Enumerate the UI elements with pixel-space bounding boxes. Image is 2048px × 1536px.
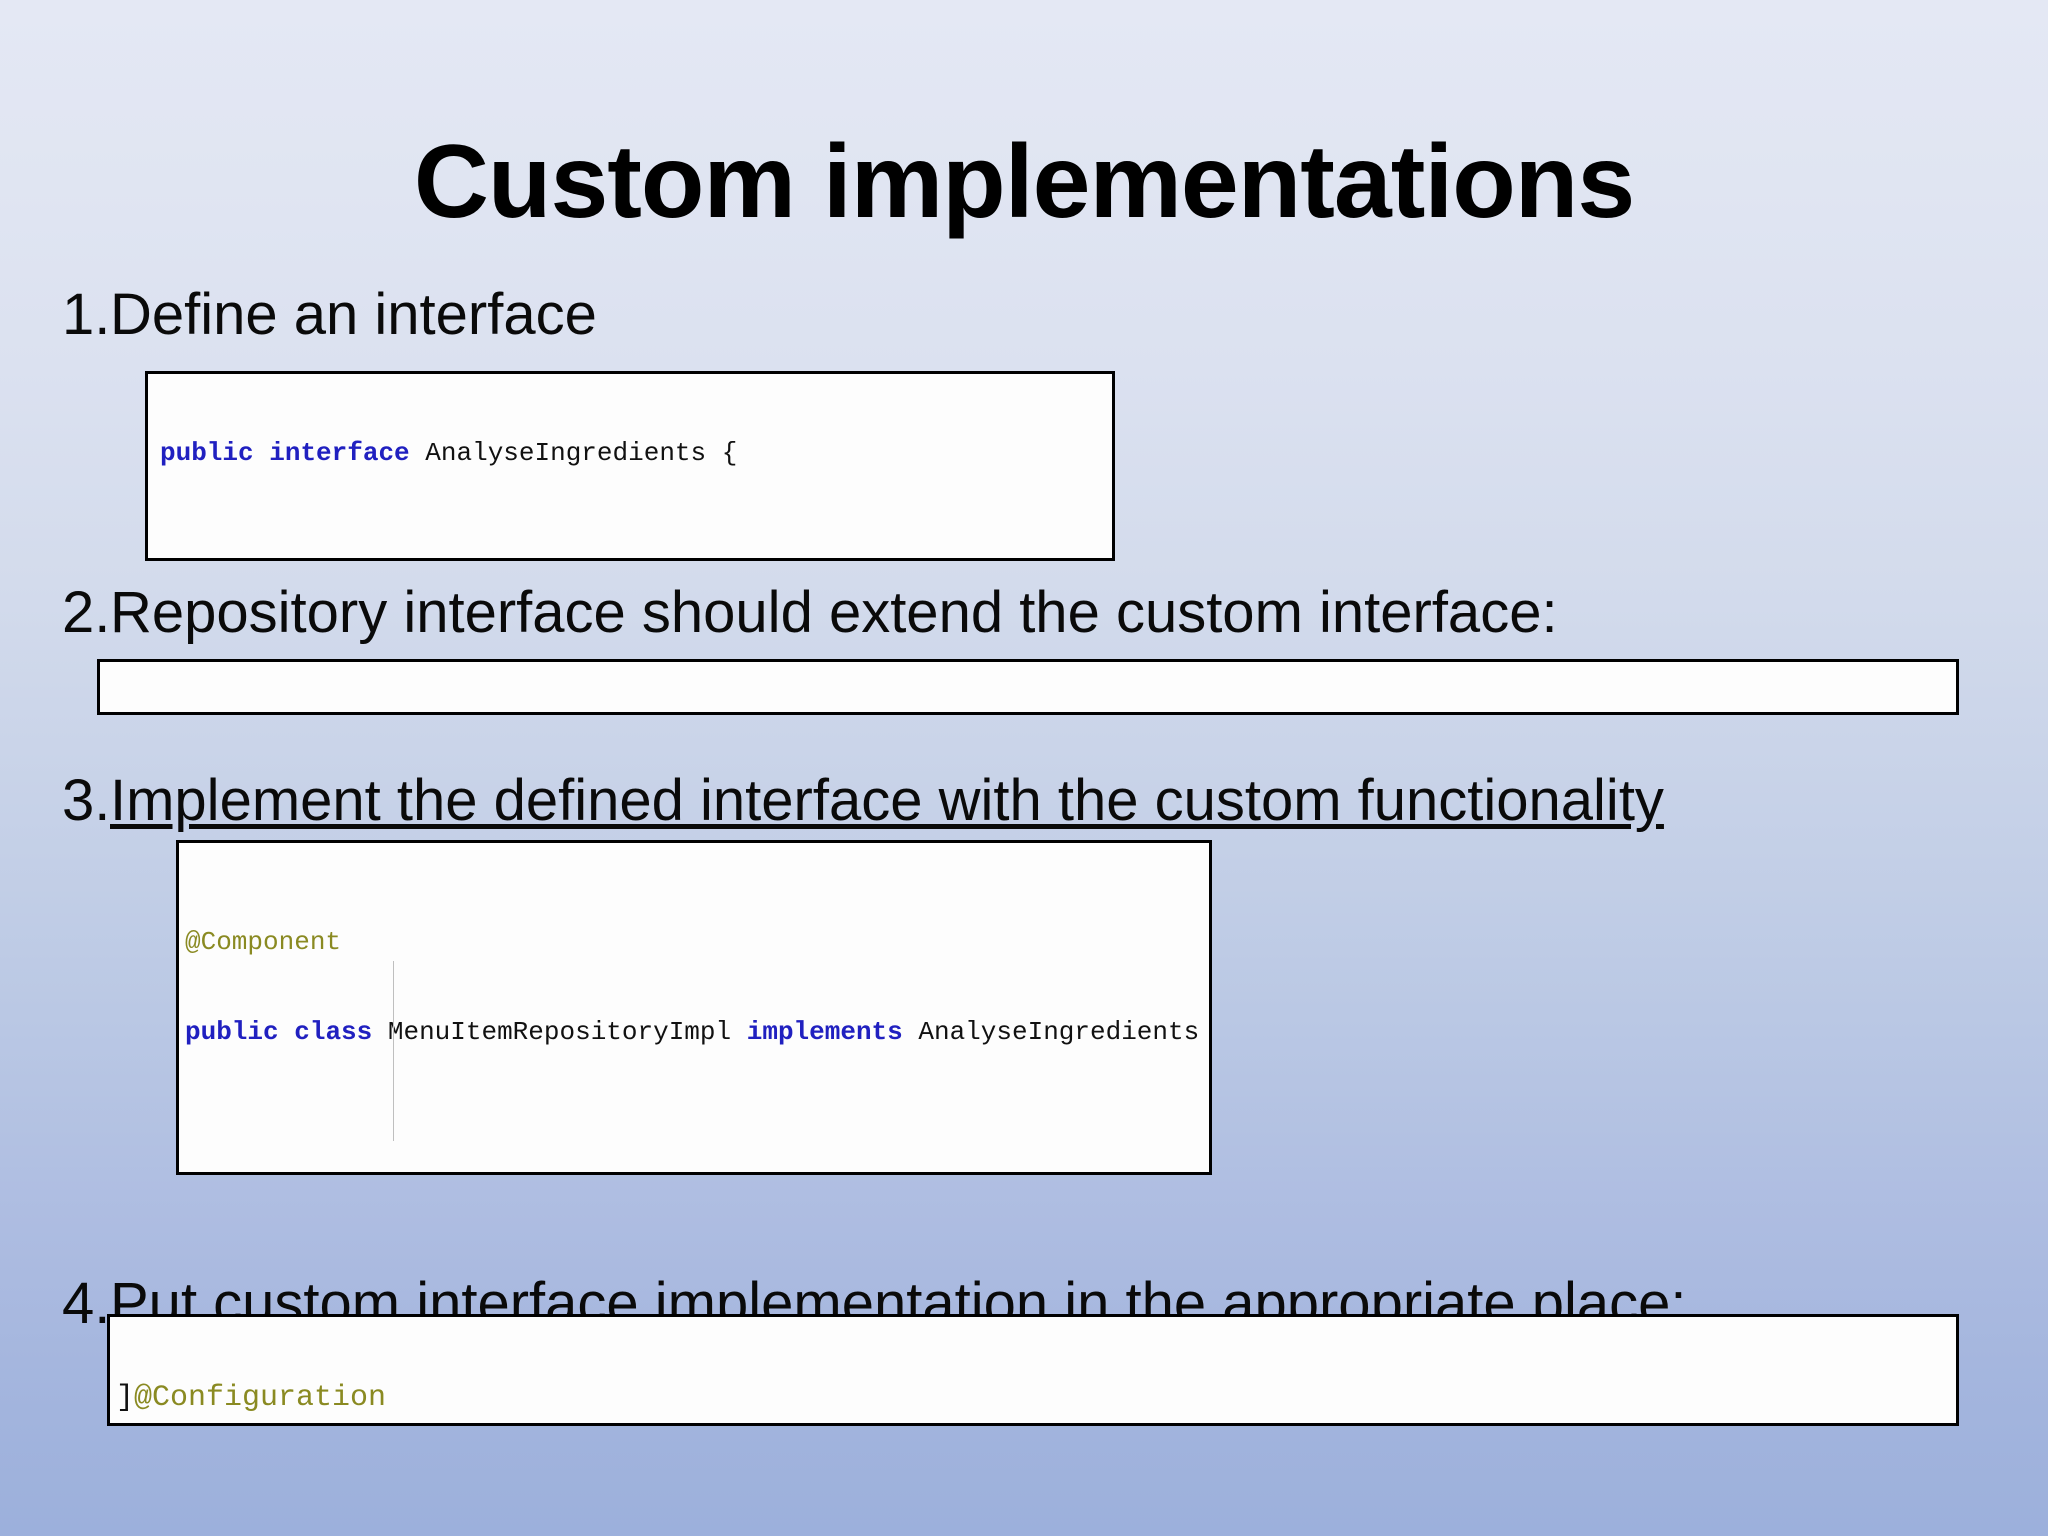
code-token-type: AnalyseIngredients { (425, 438, 738, 468)
code-line: public interface AnalyseIngredients { (160, 440, 1112, 478)
code-line: public class MenuItemRepositoryImpl impl… (185, 1019, 1209, 1057)
indent-guide-line (393, 961, 394, 1141)
list-number-4: 4. (62, 1271, 111, 1336)
code-block-mongo-configuration: ]@Configuration @EnableMongoRepositories… (107, 1314, 1959, 1426)
list-item-step-1: 1. Define an interface (0, 283, 597, 347)
code-block-repository-extends: public interface MenuItemRepository exte… (97, 659, 1959, 715)
code-line: ]@Configuration (116, 1381, 1956, 1423)
code-token-keyword: implements (746, 1017, 903, 1047)
code-token-type: AnalyseIngredients { (918, 1017, 1212, 1047)
code-line: @Component (185, 929, 1209, 967)
code-block-define-interface: public interface AnalyseIngredients { pu… (145, 371, 1115, 561)
code-line-blank (160, 530, 1112, 558)
page-title: Custom implementations (413, 124, 1635, 240)
code-block-implementation-class: @Component public class MenuItemReposito… (176, 840, 1212, 1175)
list-number-2: 2. (62, 580, 111, 645)
list-item-step-3: 3. Implement the defined interface with … (0, 769, 1664, 833)
code-token-keyword: class (294, 1017, 373, 1047)
code-token-keyword: public (160, 438, 254, 468)
list-item-label-1: Define an interface (110, 282, 597, 347)
list-item-step-2: 2. Repository interface should extend th… (0, 581, 1558, 645)
code-token-bracket: ] (116, 1381, 135, 1415)
list-item-label-3: Implement the defined interface with the… (110, 768, 1664, 833)
list-item-label-2: Repository interface should extend the c… (110, 580, 1558, 645)
code-token-annotation: @Component (185, 927, 342, 957)
code-line-blank (185, 1109, 1209, 1147)
list-number-1: 1. (62, 282, 111, 347)
code-token-keyword: public (185, 1017, 279, 1047)
code-token-type: MenuItemRepositoryImpl (387, 1017, 732, 1047)
code-token-keyword: interface (269, 438, 410, 468)
list-number-3: 3. (62, 768, 111, 833)
code-token-annotation: @Configuration (134, 1381, 387, 1415)
